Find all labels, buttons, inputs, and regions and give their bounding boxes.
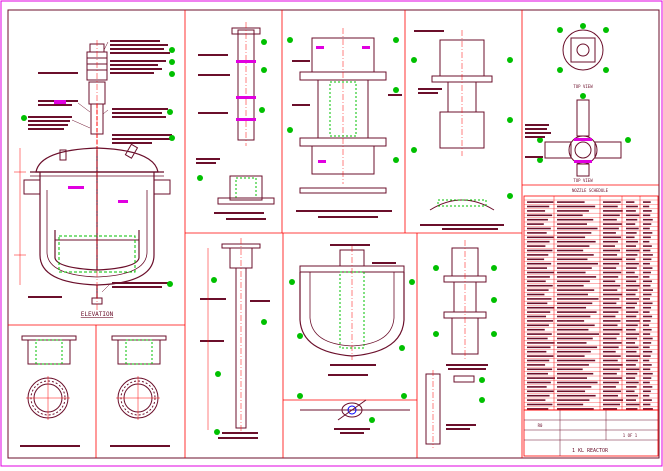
anchor-impeller: [54, 230, 140, 271]
caption-mark: [442, 228, 498, 230]
caption-mark: [448, 368, 486, 370]
panel-dividers: [8, 10, 659, 458]
bearing-housing-detail: [287, 28, 402, 212]
lug-support-detail: [411, 30, 513, 226]
anchor-detail: [289, 244, 415, 434]
title-block-sheet: 1 OF 1: [623, 433, 638, 438]
table-lines: [524, 196, 658, 410]
coupling-detail: [425, 240, 497, 448]
inner-border: [7, 9, 660, 459]
caption-mark: [328, 374, 368, 376]
top-view-title: TOP VIEW: [573, 84, 593, 89]
nozzle-schedule-table: NOZZLE SCHEDULE: [523, 188, 659, 411]
agitator-shaft-detail: [200, 238, 270, 436]
view-captions: [218, 216, 498, 439]
table-title: NOZZLE SCHEDULE: [572, 188, 609, 193]
top-view-sub: TOP VIEW: [573, 178, 593, 183]
title-block-title: 1 KL REACTOR: [572, 448, 609, 454]
sight-glass-detail: [110, 335, 170, 447]
title-block-rev: R0: [538, 423, 543, 428]
lug-support-left: [23, 179, 41, 195]
top-dish: [35, 147, 159, 173]
top-view: TOP VIEW TOP VIEW: [525, 23, 631, 183]
title-block: 1 KL REACTOR R0 1 OF 1: [523, 409, 659, 457]
caption-mark: [318, 216, 378, 218]
top-shaft-detail: [196, 22, 275, 214]
lug-support-right: [153, 179, 171, 195]
elevation-title: ELEVATION: [81, 311, 114, 318]
caption-mark: [226, 218, 266, 220]
elevation-view: ELEVATION: [14, 40, 175, 318]
manhole-detail: [20, 335, 80, 447]
caption-mark: [218, 437, 258, 439]
